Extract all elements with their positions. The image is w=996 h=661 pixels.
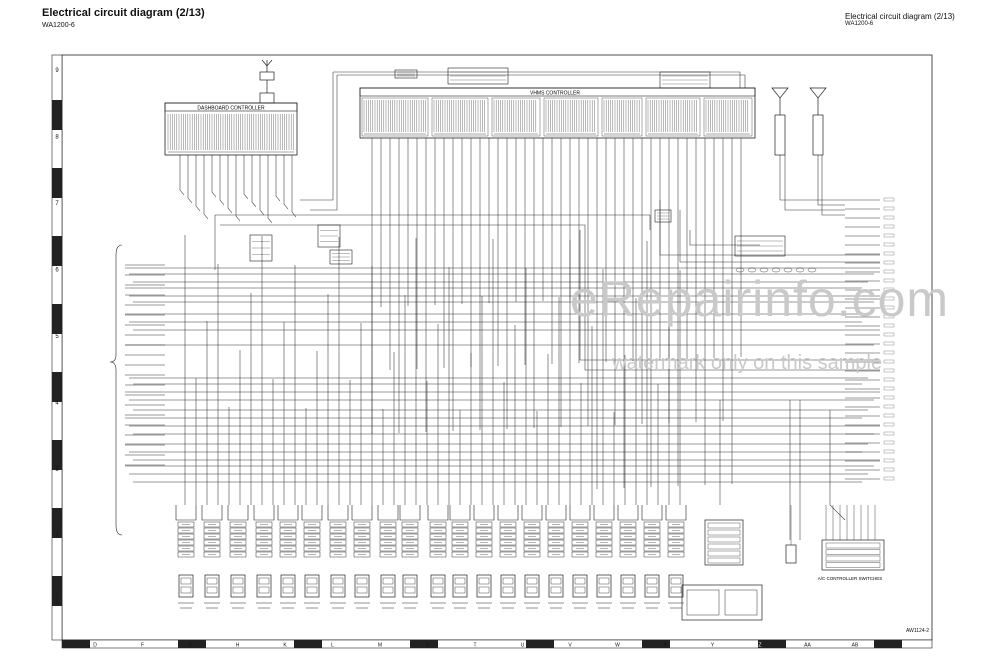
connector — [253, 505, 275, 609]
row-label: 7 — [55, 201, 59, 207]
connector — [427, 505, 449, 609]
column-label: T — [473, 643, 476, 649]
column-label: V — [568, 643, 572, 649]
row-labels: 9 8 7 6 5 4 3 2 1 — [55, 68, 59, 606]
row-zone-strip — [51, 54, 63, 641]
connector — [617, 505, 639, 609]
connector — [327, 505, 349, 609]
sensor-pair — [771, 87, 827, 156]
column-zone-strip — [61, 639, 933, 649]
connector — [449, 505, 471, 609]
connector — [201, 505, 223, 609]
dashboard-controller-block: DASHBOARD CONTROLLER — [164, 102, 298, 156]
column-label: H — [236, 643, 240, 649]
column-label: AA — [804, 643, 811, 649]
connector — [277, 505, 299, 609]
connector — [521, 505, 543, 609]
column-label: S — [426, 643, 430, 649]
connector-boxes — [249, 67, 817, 273]
column-label: M — [378, 643, 382, 649]
connector — [545, 505, 567, 609]
connector — [399, 505, 421, 609]
row-label: 4 — [55, 401, 59, 407]
column-label: W — [615, 643, 620, 649]
row-label: 2 — [55, 534, 59, 540]
connector — [377, 505, 399, 609]
column-labels: D F G H K L M S T U V W X Y Z AA AB — [93, 643, 859, 649]
watermark-notice: watermark only on this sample — [612, 352, 883, 374]
model-label: WA1200-6 — [42, 22, 75, 29]
wire-bundle — [125, 71, 895, 540]
connector — [665, 505, 687, 609]
column-label: F — [141, 643, 144, 649]
row-label: 3 — [55, 467, 59, 473]
column-label: X — [663, 643, 667, 649]
diagram-frame — [61, 54, 933, 641]
column-label: Z — [758, 643, 761, 649]
connector — [593, 505, 615, 609]
ac-controller-block: A/C CONTROLLER SWITCHES — [681, 505, 885, 621]
connector — [473, 505, 495, 609]
column-label: D — [93, 643, 97, 649]
column-label: AB — [852, 643, 859, 649]
connector — [175, 505, 197, 609]
row-label: 8 — [55, 135, 59, 141]
connector — [569, 505, 591, 609]
sheet-id: AW1124-2 — [906, 628, 930, 634]
column-label: U — [521, 643, 525, 649]
dashboard-controller-label: DASHBOARD CONTROLLER — [197, 106, 265, 112]
vhms-controller-block: VHMS CONTROLLER — [359, 87, 756, 139]
connector — [301, 505, 323, 609]
page-title: Electrical circuit diagram (2/13) — [42, 7, 205, 19]
row-label: 1 — [55, 600, 59, 606]
column-label: Y — [711, 643, 715, 649]
antenna-icon — [259, 59, 275, 104]
column-label: G — [188, 643, 192, 649]
column-label: L — [331, 643, 334, 649]
model-label-right: WA1200-6 — [845, 21, 874, 27]
connector — [227, 505, 249, 609]
connector — [641, 505, 663, 609]
vhms-controller-label: VHMS CONTROLLER — [530, 91, 580, 97]
page-title-right: Electrical circuit diagram (2/13) — [845, 12, 955, 21]
ac-controller-label: A/C CONTROLLER SWITCHES — [818, 576, 883, 581]
connector — [497, 505, 519, 609]
row-label: 6 — [55, 268, 59, 274]
row-label: 9 — [55, 68, 59, 74]
row-label: 5 — [55, 334, 59, 340]
harness-bracket — [109, 244, 123, 536]
connector — [351, 505, 373, 609]
column-label: K — [283, 643, 287, 649]
watermark-site: eRepairinfo.com — [570, 271, 950, 327]
bottom-connectors — [175, 505, 687, 609]
